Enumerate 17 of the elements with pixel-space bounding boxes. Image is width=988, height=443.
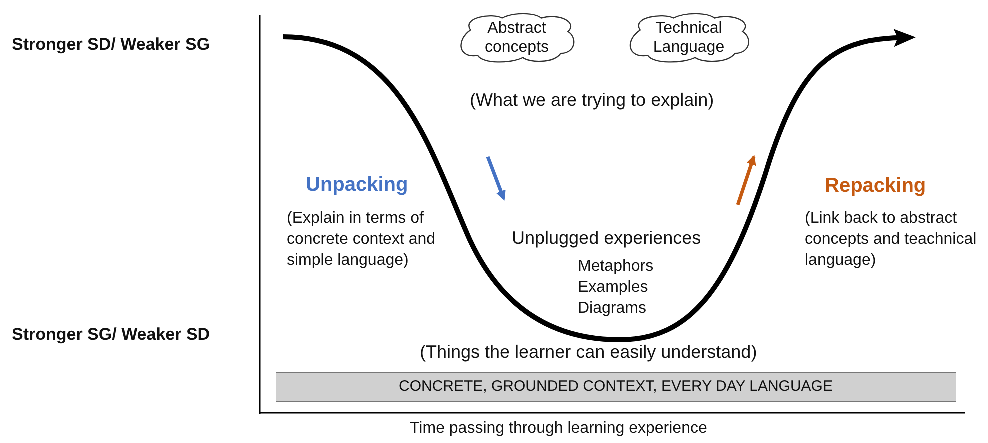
description-text: (Link back to abstract concepts and teachnical language) bbox=[805, 209, 978, 271]
heading-text: Unpacking bbox=[306, 174, 408, 197]
list-item: Examples bbox=[578, 279, 648, 297]
axis-label: Stronger SG/ Weaker SD bbox=[12, 325, 210, 345]
description-text: (Explain in terms of concrete context and simple language) bbox=[287, 209, 437, 271]
note-text: (Things the learner can easily understand) bbox=[420, 342, 758, 363]
list-item: Metaphors bbox=[578, 258, 654, 276]
context-band bbox=[276, 372, 956, 402]
heading-text: Unplugged experiences bbox=[512, 228, 702, 249]
cloud-label: Technical Language bbox=[652, 18, 726, 58]
heading-text: Repacking bbox=[825, 175, 926, 198]
list-item: Diagrams bbox=[578, 300, 646, 318]
cloud-label: Abstract concepts bbox=[484, 18, 550, 58]
band-label: CONCRETE, GROUNDED CONTEXT, EVERY DAY LANGUAGE bbox=[398, 378, 834, 396]
axis-label: Time passing through learning experience bbox=[410, 420, 708, 438]
note-text: (What we are trying to explain) bbox=[470, 90, 714, 111]
axis-label: Stronger SD/ Weaker SG bbox=[12, 35, 210, 55]
